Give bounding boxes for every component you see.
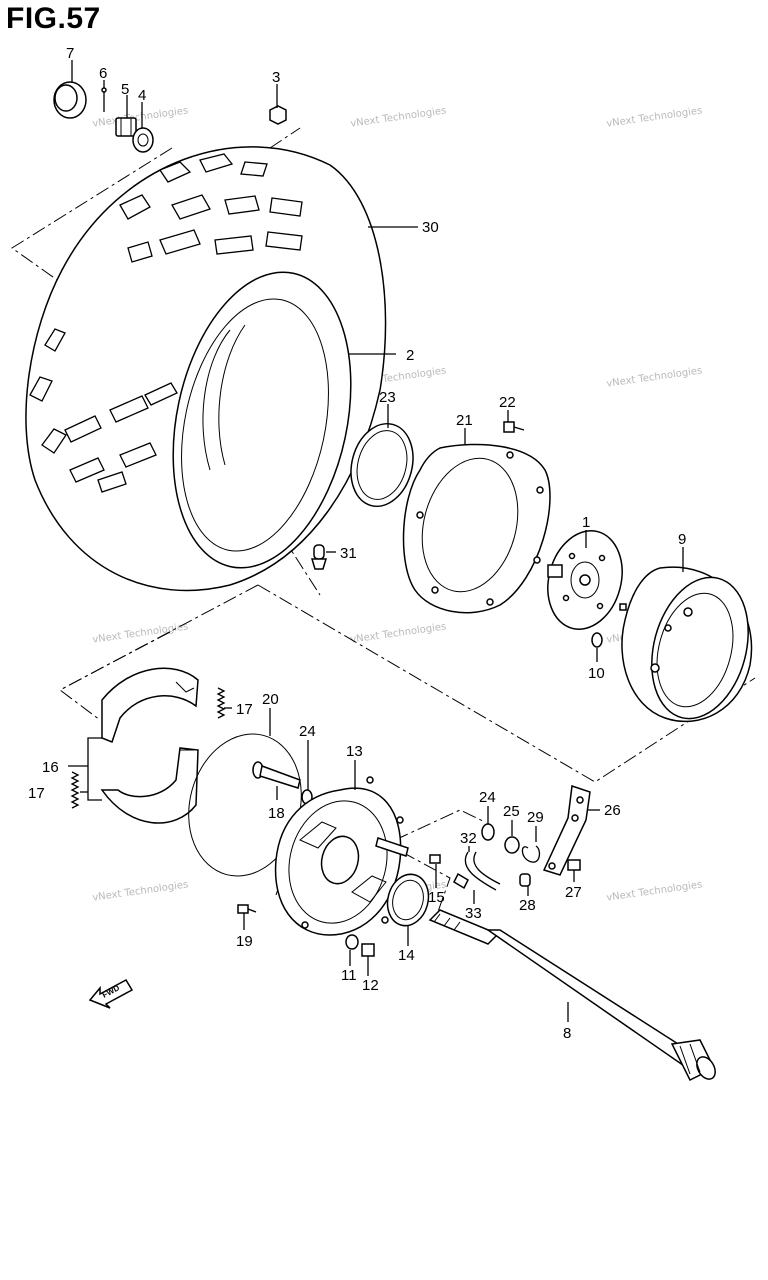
spring-upper: [216, 687, 226, 719]
panel-nut: [361, 943, 375, 957]
part-label-17: 17: [236, 701, 253, 718]
part-label-10: 10: [588, 665, 605, 682]
forward-arrow-icon: FWD: [88, 979, 134, 1009]
part-label-20: 20: [262, 691, 279, 708]
part-label-12: 12: [362, 977, 379, 994]
breather-hose: [464, 851, 501, 891]
part-label-33: 33: [465, 905, 482, 922]
part-label-27: 27: [565, 884, 582, 901]
hub-washer: [591, 632, 603, 648]
air-valve: [310, 544, 328, 570]
axle-shaft: [428, 909, 716, 1082]
hose-clamp: [453, 872, 469, 890]
washer: [132, 127, 154, 153]
part-label-14: 14: [398, 947, 415, 964]
part-label-21: 21: [456, 412, 473, 429]
seal-ring: [350, 422, 414, 508]
cotter-pin: [101, 87, 107, 112]
part-label-29: 29: [527, 809, 544, 826]
part-label-16: 16: [42, 759, 59, 776]
drum-cover: [402, 443, 551, 614]
part-label-23: 23: [379, 389, 396, 406]
cam-seal: [481, 823, 495, 841]
hub-cap: [53, 81, 87, 119]
panel-bolt: [237, 904, 257, 914]
brake-shoe-lower: [100, 747, 199, 824]
panel-seal: [386, 873, 430, 927]
part-label-28: 28: [519, 897, 536, 914]
part-label-2: 2: [406, 347, 414, 364]
wheel-nut: [269, 105, 287, 125]
part-label-6: 6: [99, 65, 107, 82]
part-label-5: 5: [121, 81, 129, 98]
part-label-26: 26: [604, 802, 621, 819]
panel-bleeder: [429, 854, 441, 864]
cover-bolt: [503, 421, 525, 433]
brake-drum: [619, 566, 753, 723]
part-label-19: 19: [236, 933, 253, 950]
retaining-clip: [521, 845, 541, 863]
part-label-18: 18: [268, 805, 285, 822]
part-label-11: 11: [341, 967, 357, 984]
tire: [25, 146, 387, 592]
castle-nut: [115, 117, 137, 137]
lever-bolt: [567, 859, 581, 871]
part-label-7: 7: [66, 45, 74, 62]
part-label-25: 25: [503, 803, 520, 820]
lever-pin: [519, 873, 531, 887]
brake-shoe-upper: [101, 667, 199, 743]
part-label-30: 30: [422, 219, 439, 236]
part-label-13: 13: [346, 743, 363, 760]
brake-lever: [542, 784, 591, 876]
part-label-32: 32: [460, 830, 477, 847]
part-label-1: 1: [582, 514, 590, 531]
part-labels: 7 6 5 4 3 30 2 23 22 21 1 9 31 10 20 17 …: [28, 45, 686, 1042]
panel-washer: [345, 934, 359, 950]
part-label-3: 3: [272, 69, 280, 86]
part-label-8: 8: [563, 1025, 571, 1042]
wheel-hub: [547, 530, 623, 630]
brake-cam: [252, 761, 301, 789]
part-label-22: 22: [499, 394, 516, 411]
part-label-24: 24: [299, 723, 316, 740]
part-label-4: 4: [138, 87, 146, 104]
figure-title: FIG.57: [6, 2, 101, 35]
part-label-31: 31: [340, 545, 357, 562]
part-label-15: 15: [428, 889, 445, 906]
part-label-9: 9: [678, 531, 686, 548]
leader-lines: [68, 60, 684, 1022]
brake-panel: [274, 776, 409, 936]
spring-lower: [70, 771, 80, 809]
part-label-24: 24: [479, 789, 496, 806]
cam-washer: [504, 836, 520, 854]
part-label-17: 17: [28, 785, 45, 802]
